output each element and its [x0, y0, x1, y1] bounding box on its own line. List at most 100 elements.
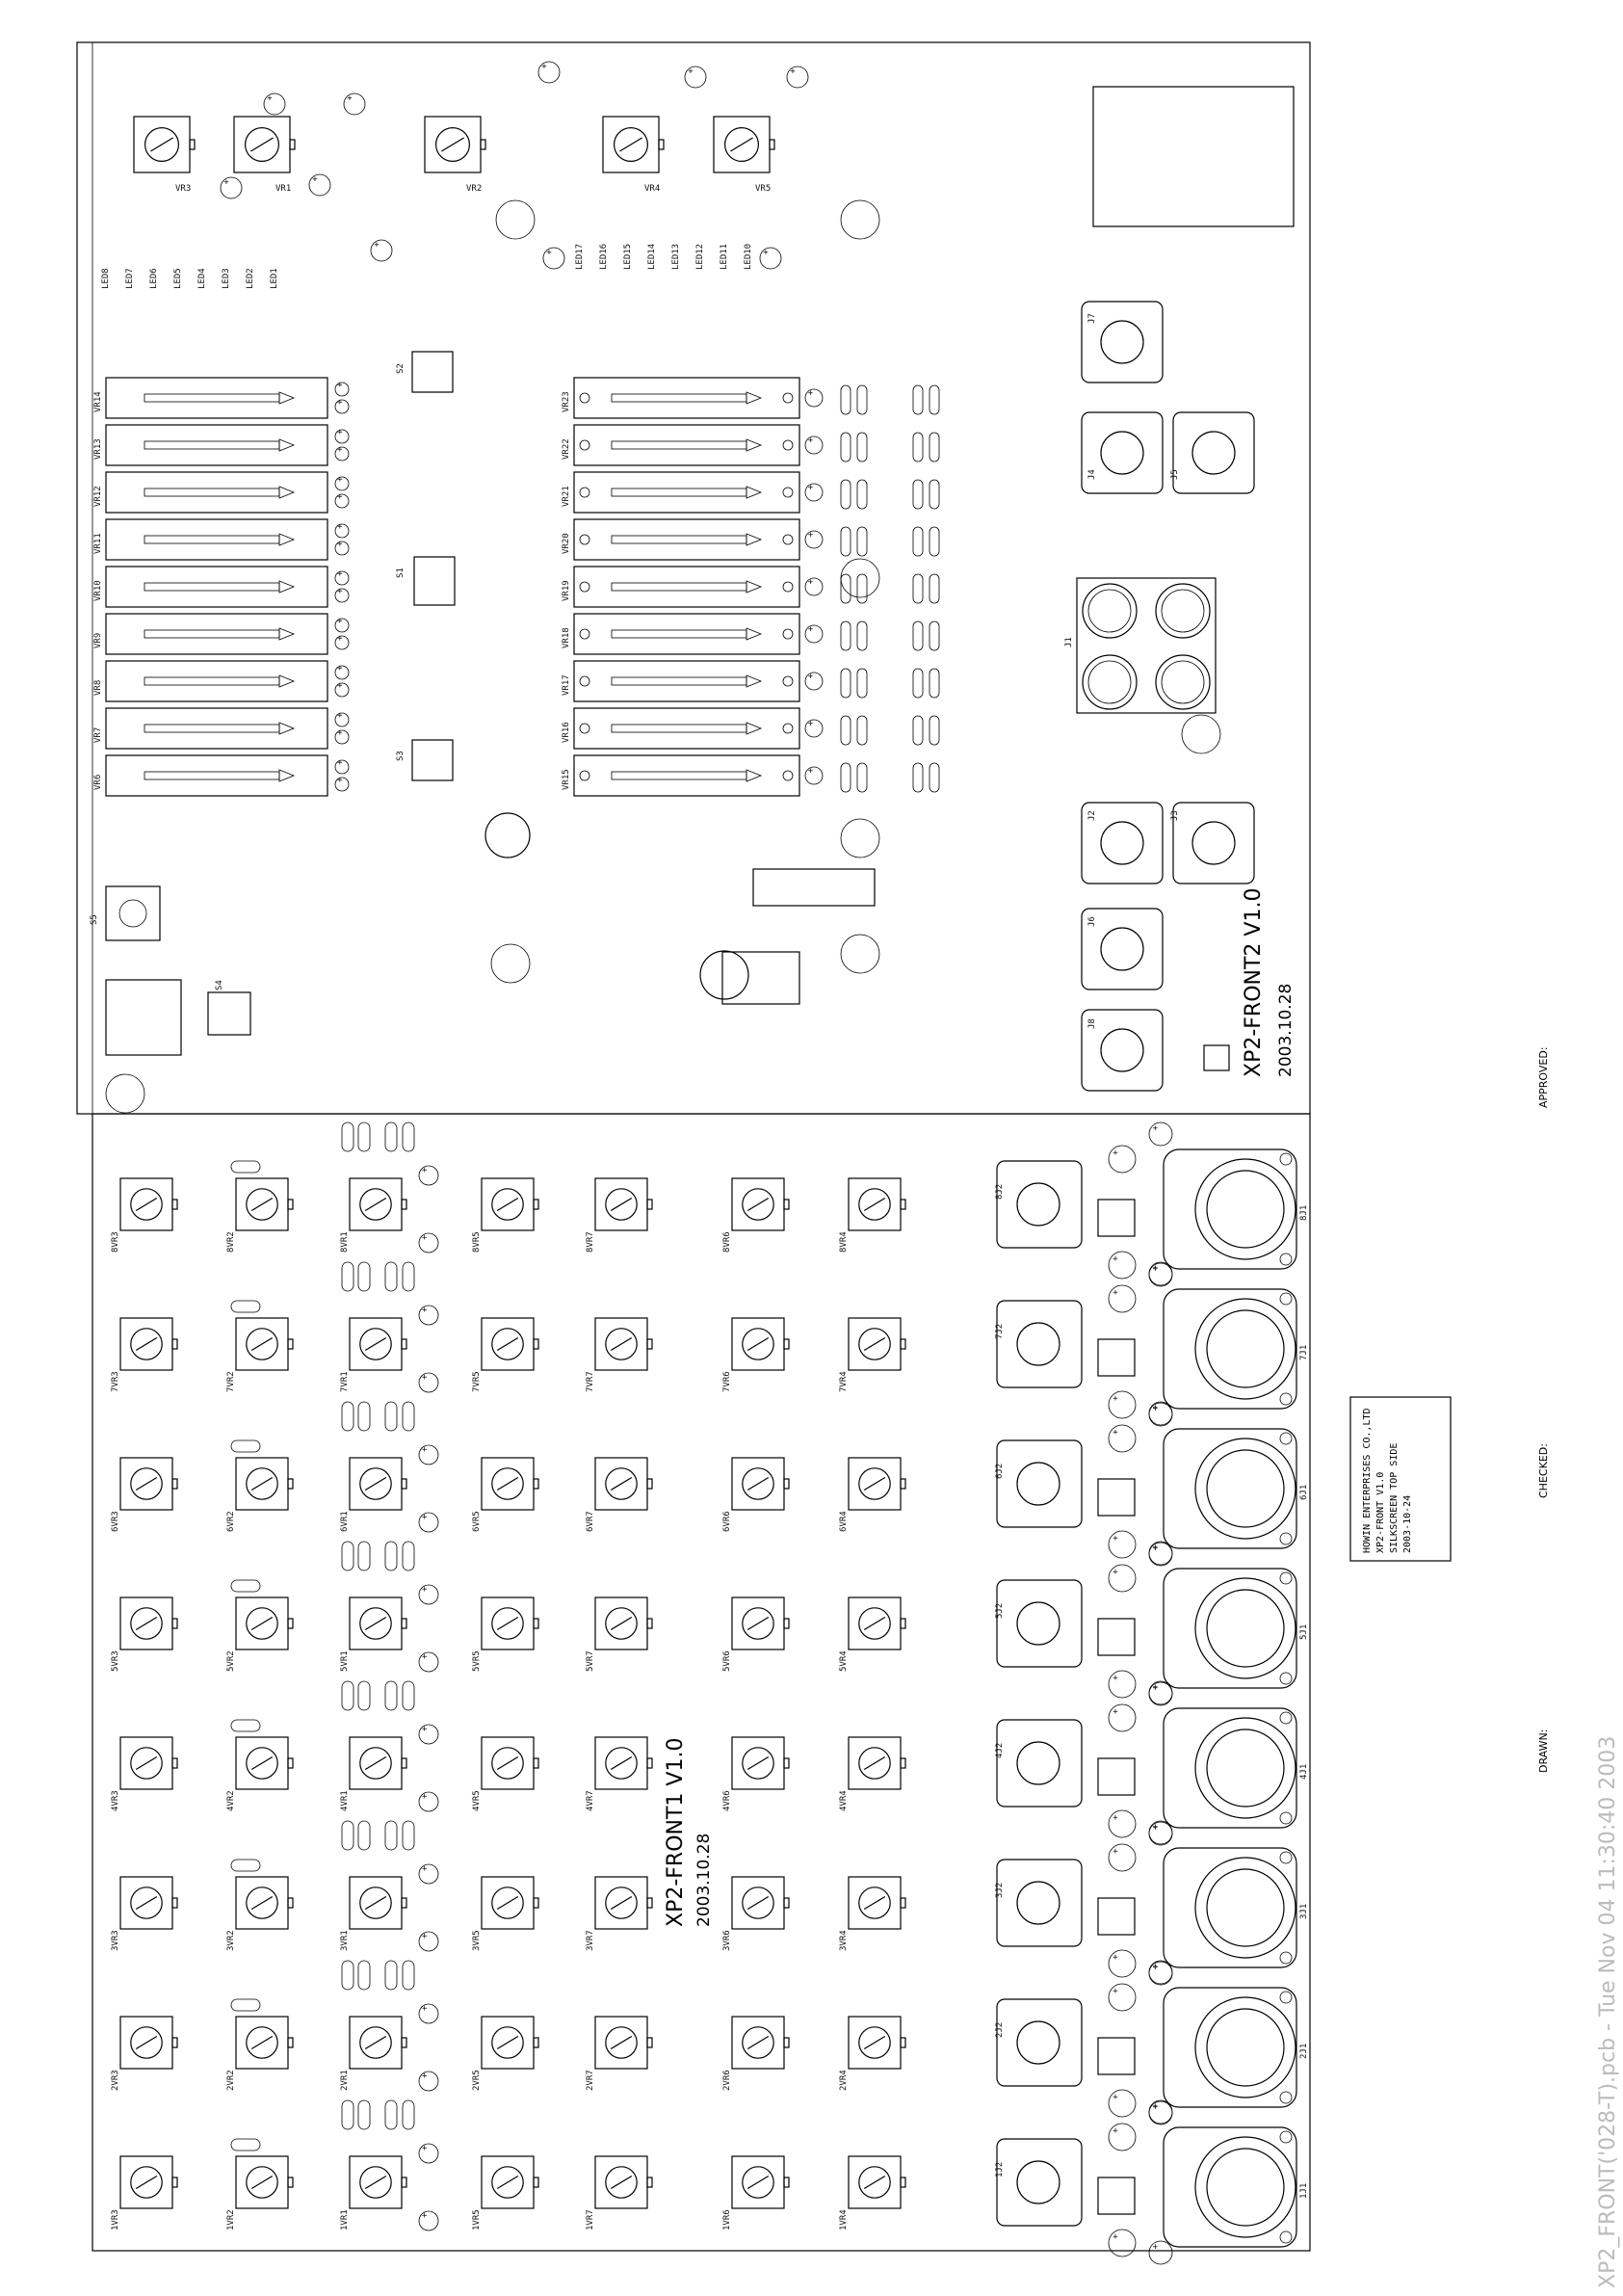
mount-hole	[782, 723, 794, 734]
polarity-mark: +	[337, 776, 343, 785]
mount-hole	[782, 628, 794, 640]
component-label: 6VR6	[722, 1511, 732, 1532]
pot-knob	[742, 2026, 774, 2059]
xlr-outer	[1194, 1298, 1296, 1400]
ceramic-capacitor	[856, 620, 868, 651]
capacitor	[418, 1165, 439, 1186]
pot-tab	[401, 1757, 407, 1769]
component-label: 6VR2	[226, 1511, 236, 1532]
slide-pot-arrow	[746, 391, 763, 405]
slide-pot-arrow	[746, 486, 763, 499]
pot-tab	[533, 1757, 539, 1769]
polarity-mark: +	[422, 1445, 428, 1455]
slide-pot-body	[573, 377, 800, 419]
quad-jack-socket	[1155, 583, 1211, 639]
capacitor	[418, 1724, 439, 1745]
capacitor	[334, 476, 350, 491]
pot-tab	[401, 2037, 407, 2048]
component-label: 7VR4	[839, 1371, 849, 1392]
pot-tab	[171, 2177, 178, 2188]
capacitor	[334, 618, 350, 633]
component-label: 2VR6	[722, 2070, 732, 2091]
polarity-mark: +	[808, 624, 814, 634]
xlr-screw	[1279, 1432, 1293, 1445]
jack-body	[1172, 411, 1255, 494]
slide-pot-track	[144, 629, 280, 639]
pot-knob	[742, 2166, 774, 2199]
pot-knob	[130, 1607, 163, 1640]
component-label: J4	[1087, 469, 1097, 480]
component-label: 7VR2	[226, 1371, 236, 1392]
slide-pot-body	[573, 471, 800, 514]
slide-pot-arrow	[746, 769, 763, 782]
component-label: 6VR7	[586, 1511, 595, 1532]
pot-slot	[364, 1337, 387, 1351]
ceramic-capacitor	[357, 1122, 371, 1152]
xlr-screw	[1279, 1152, 1293, 1166]
polarity-mark: +	[422, 1585, 428, 1595]
component-label: 2VR1	[340, 2070, 350, 2091]
ceramic-capacitor	[341, 1541, 354, 1571]
channel-pot	[481, 1177, 539, 1231]
jack-hole	[1191, 431, 1236, 475]
ceramic-capacitor	[357, 1960, 371, 1991]
pot-knob	[742, 1607, 774, 1640]
pot-knob	[605, 1188, 638, 1221]
led-display-led22	[105, 979, 182, 1056]
polarity-mark: +	[1153, 1123, 1159, 1133]
polarity-mark: +	[1113, 1148, 1118, 1158]
polarity-mark: +	[808, 388, 814, 398]
component-label: LED1	[270, 268, 279, 289]
capacitor	[1148, 1820, 1173, 1845]
rotary-pot	[233, 116, 296, 173]
pot-knob	[605, 1607, 638, 1640]
jack-hole	[1100, 927, 1144, 971]
capacitor	[1108, 2229, 1137, 2257]
pot-tab	[287, 1338, 294, 1350]
component-label: LED3	[222, 268, 231, 289]
ceramic-capacitor	[912, 432, 924, 462]
channel-pot	[848, 1876, 906, 1930]
mount-hole	[782, 392, 794, 404]
pot-tab	[401, 1618, 407, 1629]
component-label: VR8	[93, 680, 103, 696]
component-label: S4	[215, 980, 224, 990]
component-label: VR19	[562, 580, 571, 601]
ceramic-capacitor	[912, 762, 924, 793]
component-label: 2VR4	[839, 2070, 849, 2091]
pot-slot	[496, 2176, 519, 2189]
channel-pot	[731, 2016, 790, 2070]
channel-pot	[848, 2016, 906, 2070]
component-label: 5VR7	[586, 1650, 595, 1672]
component-label: LED15	[623, 244, 633, 270]
pot-slot	[364, 1756, 387, 1770]
component-label: VR20	[562, 533, 571, 554]
pot-slot	[863, 2036, 886, 2049]
ceramic-capacitor	[230, 1439, 261, 1453]
pot-tab	[287, 2037, 294, 2048]
component-label: 3VR3	[111, 1930, 120, 1951]
xlr-housing	[1163, 1707, 1297, 1829]
ceramic-capacitor	[384, 1960, 398, 1991]
component-label: 6VR4	[839, 1511, 849, 1532]
component-label: 5VR6	[722, 1650, 732, 1672]
polarity-mark: +	[422, 2004, 428, 2014]
component-label: LED17	[575, 244, 585, 270]
channel-pot	[594, 2155, 653, 2209]
pot-slot	[610, 2176, 633, 2189]
component-label: 8VR7	[586, 1231, 595, 1253]
jack-trs-hole	[1016, 2020, 1060, 2065]
title-block-line-4: 2003-10-24	[1402, 1495, 1413, 1553]
component-label: VR16	[562, 722, 571, 743]
pot-tab	[646, 1338, 653, 1350]
channel-pot	[235, 1457, 294, 1511]
component-label: LED13	[671, 244, 681, 270]
xlr-inner	[1206, 1309, 1285, 1388]
component-label: LED12	[695, 244, 705, 270]
polarity-mark: +	[337, 728, 343, 738]
pot-slot	[135, 1756, 158, 1770]
pot-slot	[746, 1756, 770, 1770]
pot-knob	[858, 1188, 891, 1221]
jack-hole	[1100, 821, 1144, 865]
